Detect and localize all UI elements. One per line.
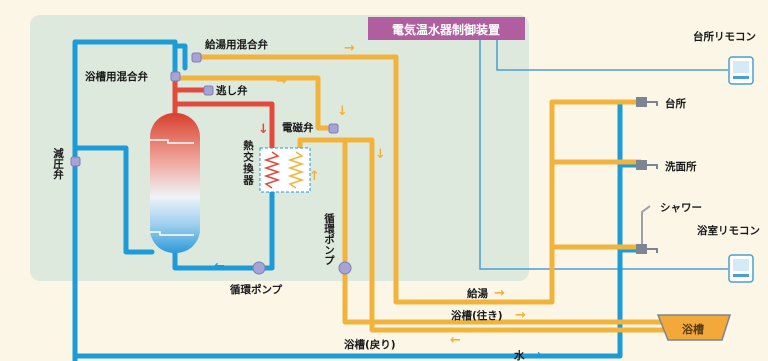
flow-arrows: → → ↓ ↓ ↓ ↑ ← → → ← → (214, 41, 542, 361)
kitchen-label: 台所 (665, 97, 686, 110)
bath-mixing-valve (170, 71, 181, 82)
solenoid-valve (328, 123, 339, 134)
hot-water-tank (150, 113, 200, 253)
flow-arrow: → (344, 41, 355, 56)
hot-supply-label: 給湯 (467, 287, 488, 300)
washroom-label: 洗面所 (665, 160, 697, 173)
flow-arrow: ↓ (258, 122, 269, 137)
controller-signal-lines (479, 30, 728, 270)
bathtub: 浴槽 (656, 314, 732, 341)
faucets (636, 97, 658, 254)
tank-outlet-pipes (172, 75, 275, 153)
labels: 給湯用混合弁 浴槽用混合弁 逃し弁 電磁弁 熱交換器 減圧弁 循環ポンプ 循環ポ… (52, 30, 760, 361)
return-circuit (172, 187, 275, 271)
flow-arrow: ↓ (337, 104, 348, 119)
circulation-pump-side (338, 261, 352, 275)
flow-arrow: ↑ (309, 169, 320, 184)
kitchen-remote-label: 台所リモコン (693, 30, 756, 43)
supply-mixing-valve (191, 52, 202, 63)
hot-supply-line (193, 54, 643, 305)
circulation-pump-bottom-label: 循環ポンプ (230, 283, 283, 296)
heat-exchanger-label: 熱交換器 (242, 139, 254, 186)
bath-return-label: 浴槽(戻り) (344, 338, 396, 351)
flow-arrow: → (494, 286, 505, 301)
exchanger-loop (297, 137, 683, 333)
controller-title: 電気温水器制御装置 (392, 22, 500, 37)
circulation-pump-side-label: 循環ポンプ (323, 212, 335, 265)
pressure-reducing-valve (70, 156, 81, 167)
faucet-icon (636, 97, 658, 107)
heat-exchanger (259, 147, 311, 193)
flow-arrow: → (515, 308, 526, 323)
faucet-icon (636, 160, 658, 170)
exchanger-feed (172, 101, 275, 153)
flow-arrow: → (276, 74, 287, 89)
bathroom-remote-label: 浴室リモコン (697, 224, 760, 237)
kitchen-remote-icon (728, 56, 754, 85)
faucet-icon (636, 205, 658, 254)
supply-mixing-valve-label: 給湯用混合弁 (205, 38, 268, 51)
bath-mix-line (175, 75, 336, 131)
shower-label: シャワー (660, 202, 702, 214)
pressure-reducing-valve-label: 減圧弁 (52, 147, 64, 180)
solenoid-valve-label: 電磁弁 (282, 121, 314, 134)
flow-arrow: ← (450, 333, 461, 348)
water-label: 水 (513, 349, 525, 361)
controller-box: 電気温水器制御装置 (368, 17, 525, 40)
relief-valve-label: 逃し弁 (216, 84, 248, 97)
flow-arrow: ↓ (375, 147, 386, 162)
relief-valve (203, 85, 214, 96)
bath-mixing-valve-label: 浴槽用混合弁 (85, 70, 148, 83)
flow-arrow: → (531, 348, 542, 361)
hot-water-pipes (175, 54, 683, 333)
flow-arrow: ← (214, 259, 225, 274)
bathroom-remote-icon (728, 254, 754, 283)
cold-feed-tank (72, 145, 155, 255)
cold-main-left (72, 39, 178, 361)
bath-out-line (330, 137, 683, 325)
cold-to-tank-bottom (175, 43, 188, 71)
bathtub-label: 浴槽 (682, 322, 704, 336)
bath-out-label: 浴槽(往き) (451, 309, 503, 322)
valves (70, 52, 352, 275)
circulation-pump-bottom (252, 261, 266, 275)
